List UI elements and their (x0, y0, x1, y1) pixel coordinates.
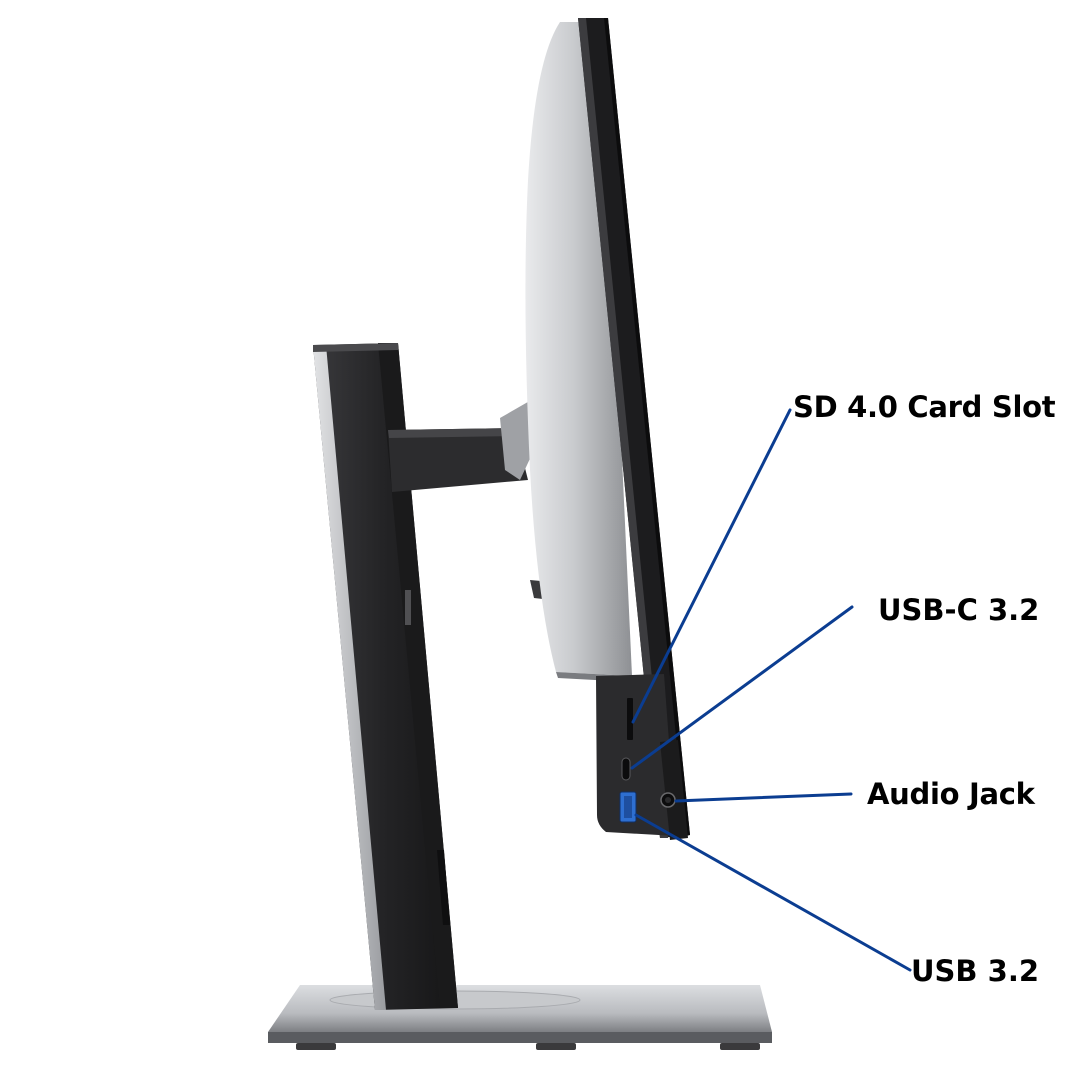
leader-line-usb (634, 813, 912, 972)
sd-card-slot-label: SD 4.0 Card Slot (793, 390, 1056, 424)
monitor-bezel (578, 18, 690, 838)
audio-jack-label: Audio Jack (867, 777, 1035, 811)
leader-line-sd (631, 408, 792, 724)
stand-column (313, 343, 458, 1010)
leader-lines (630, 408, 912, 972)
leader-line-usb-c (630, 605, 854, 770)
sd-card-slot (627, 698, 633, 740)
stand-base (268, 985, 772, 1050)
usb-label: USB 3.2 (911, 954, 1040, 988)
leader-line-audio (674, 792, 853, 803)
usb-c-port (621, 757, 631, 781)
io-panel (596, 674, 688, 840)
usb-c-label: USB-C 3.2 (878, 593, 1040, 627)
